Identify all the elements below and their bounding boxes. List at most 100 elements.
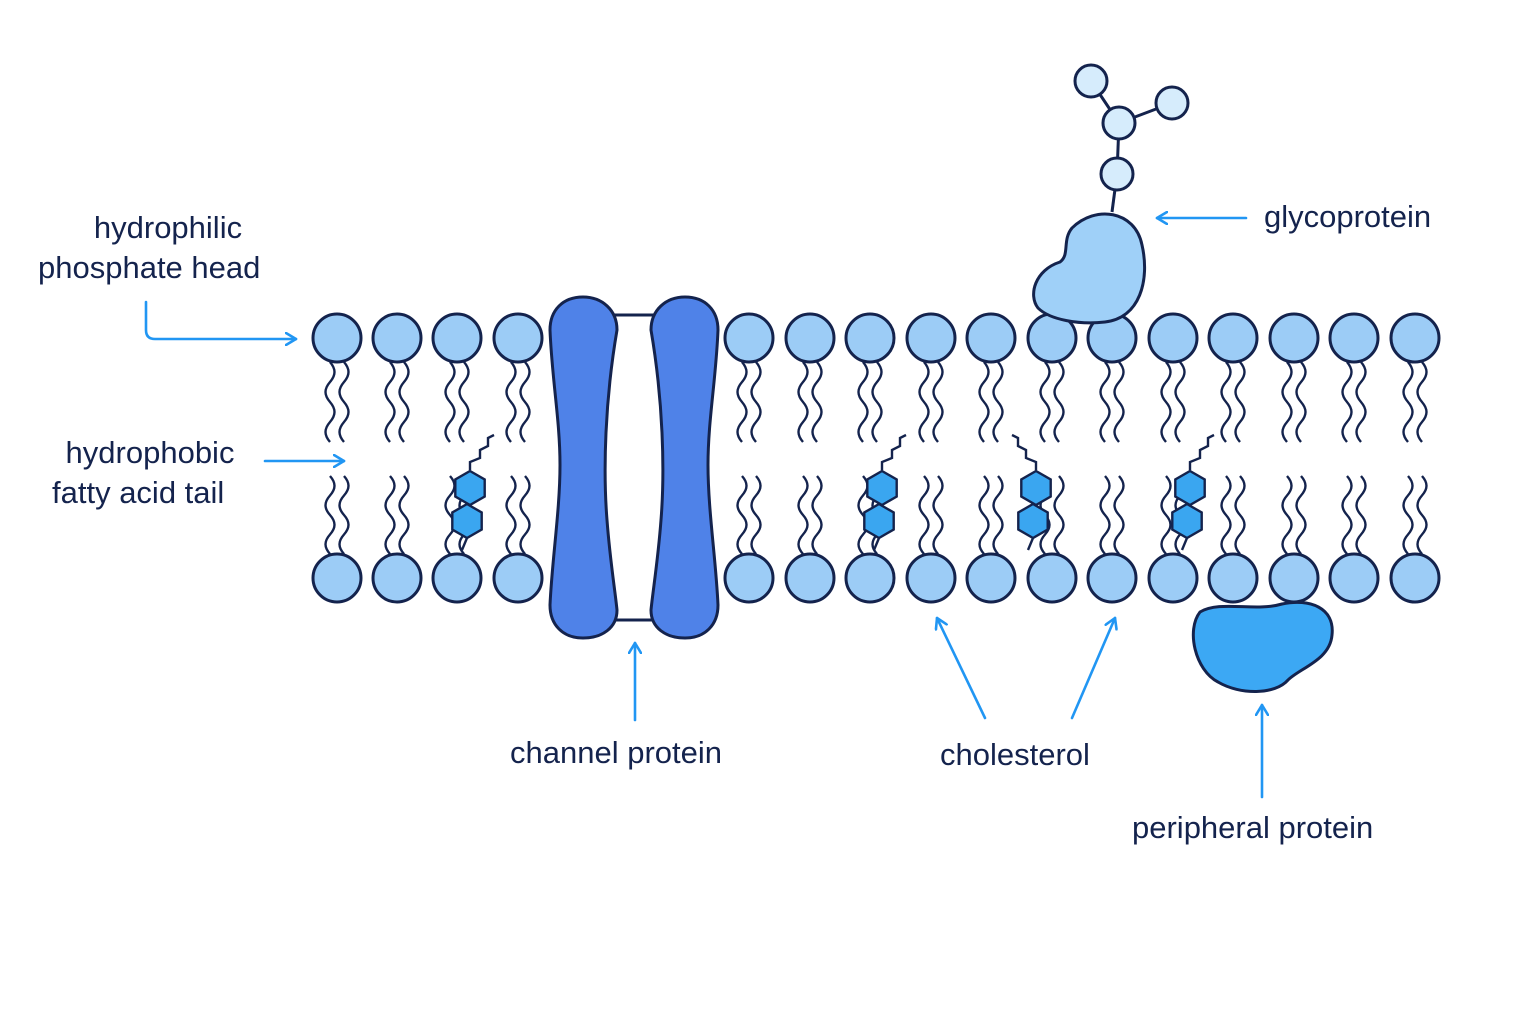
- fatty-acid-tail: [505, 475, 517, 555]
- fatty-acid-tail: [338, 475, 350, 555]
- arrow-icon: [937, 616, 987, 720]
- phosphate-head: [371, 312, 423, 364]
- fatty-acid-tail: [1053, 361, 1065, 443]
- fatty-acid-tail: [918, 475, 930, 555]
- cholesterol-ring: [1174, 469, 1206, 507]
- fatty-acid-tail: [1281, 475, 1293, 555]
- sugar-unit: [1073, 63, 1109, 99]
- glycoprotein-body: [1032, 212, 1147, 325]
- cholesterol-icon: [451, 433, 495, 551]
- fatty-acid-tail: [1160, 361, 1172, 443]
- phosphate-head-label-line1: hydrophilic: [93, 210, 243, 245]
- fatty-acid-tail-label-line1: hydrophobic: [65, 435, 235, 470]
- phosphate-head: [784, 312, 836, 364]
- fatty-acid-tail: [871, 361, 883, 443]
- fatty-acid-tail: [519, 361, 531, 443]
- sugar-chain: [1073, 63, 1190, 213]
- fatty-acid-tail: [338, 361, 350, 443]
- peripheral-protein: [1191, 600, 1334, 693]
- fatty-acid-tail: [811, 475, 823, 555]
- cholesterol-stem: [460, 537, 469, 551]
- glycoprotein: [1032, 63, 1190, 325]
- fatty-acid-tail: [1039, 361, 1051, 443]
- phosphate-head: [1389, 312, 1441, 364]
- sugar-unit: [1154, 85, 1190, 121]
- arrow-icon: [1070, 616, 1115, 720]
- fatty-acid-tail: [1220, 475, 1232, 555]
- fatty-acid-tail: [1355, 475, 1367, 555]
- fatty-acid-tail: [750, 361, 762, 443]
- fatty-acid-tail: [384, 475, 396, 555]
- phosphate-head: [905, 552, 957, 604]
- phosphate-head-label: hydrophilic phosphate head: [38, 208, 298, 288]
- channel-protein-label: channel protein: [510, 735, 722, 770]
- fatty-acid-tail: [444, 361, 456, 443]
- cholesterol-molecules: [451, 433, 1215, 551]
- phosphate-head: [1328, 312, 1380, 364]
- fatty-acid-tail: [932, 475, 944, 555]
- phosphate-head: [1147, 552, 1199, 604]
- phosphate-head: [311, 552, 363, 604]
- cholesterol-stem: [1180, 537, 1189, 551]
- fatty-acid-tail: [932, 361, 944, 443]
- fatty-acid-tail: [1295, 361, 1307, 443]
- fatty-acid-tail: [978, 361, 990, 443]
- fatty-acid-tail: [1295, 475, 1307, 555]
- cholesterol-stem: [872, 537, 881, 551]
- fatty-acid-tail: [1160, 475, 1172, 555]
- fatty-acid-tail-label: hydrophobic fatty acid tail: [52, 433, 248, 513]
- fatty-acid-tail: [505, 361, 517, 443]
- fatty-acid-tail: [992, 361, 1004, 443]
- cholesterol-stem: [1026, 537, 1035, 551]
- sugar-unit: [1101, 105, 1137, 141]
- phosphate-head: [723, 552, 775, 604]
- fatty-acid-tail: [458, 361, 470, 443]
- fatty-acid-tail: [1416, 475, 1428, 555]
- fatty-acid-tail: [1341, 475, 1353, 555]
- cholesterol-ring: [1017, 502, 1049, 540]
- phosphate-head: [371, 552, 423, 604]
- cholesterol-icon: [1011, 433, 1052, 551]
- fatty-acid-tail: [857, 361, 869, 443]
- phosphate-head: [965, 552, 1017, 604]
- fatty-acid-tail: [918, 361, 930, 443]
- phosphate-head-label-line2: phosphate head: [38, 250, 261, 285]
- fatty-acid-tail: [1355, 361, 1367, 443]
- phosphate-head: [492, 312, 544, 364]
- fatty-acid-tail: [1113, 361, 1125, 443]
- fatty-acid-tail: [1402, 475, 1414, 555]
- fatty-acid-tail: [398, 361, 410, 443]
- cholesterol-label: cholesterol: [940, 737, 1090, 772]
- channel-protein-left-subunit: [548, 295, 619, 640]
- fatty-acid-tail: [1220, 361, 1232, 443]
- fatty-acid-tail: [736, 475, 748, 555]
- phosphate-head: [905, 312, 957, 364]
- phosphate-head: [1268, 552, 1320, 604]
- phosphate-head: [431, 552, 483, 604]
- phosphate-head: [431, 312, 483, 364]
- fatty-acid-tail: [750, 475, 762, 555]
- cholesterol-ring: [451, 502, 483, 540]
- label-arrows: [144, 218, 1262, 799]
- fatty-acid-tail: [1099, 361, 1111, 443]
- fatty-acid-tail: [1234, 361, 1246, 443]
- cholesterol-ring: [863, 502, 895, 540]
- sugar-unit: [1099, 156, 1135, 192]
- phosphate-head: [1389, 552, 1441, 604]
- fatty-acid-tail: [978, 475, 990, 555]
- fatty-acid-tail: [324, 475, 336, 555]
- cholesterol-tail: [468, 433, 495, 470]
- fatty-acid-tail: [1341, 361, 1353, 443]
- fatty-acid-tail: [444, 475, 456, 555]
- cholesterol-ring: [454, 469, 486, 507]
- phosphate-head: [844, 552, 896, 604]
- fatty-acid-tail: [384, 361, 396, 443]
- phosphate-head: [844, 312, 896, 364]
- phosphate-head: [1086, 552, 1138, 604]
- arrow-icon: [144, 300, 298, 339]
- fatty-acid-tail: [736, 361, 748, 443]
- phosphate-head: [1268, 312, 1320, 364]
- peripheral-protein-label: peripheral protein: [1132, 810, 1374, 845]
- cholesterol-tail: [1011, 433, 1038, 470]
